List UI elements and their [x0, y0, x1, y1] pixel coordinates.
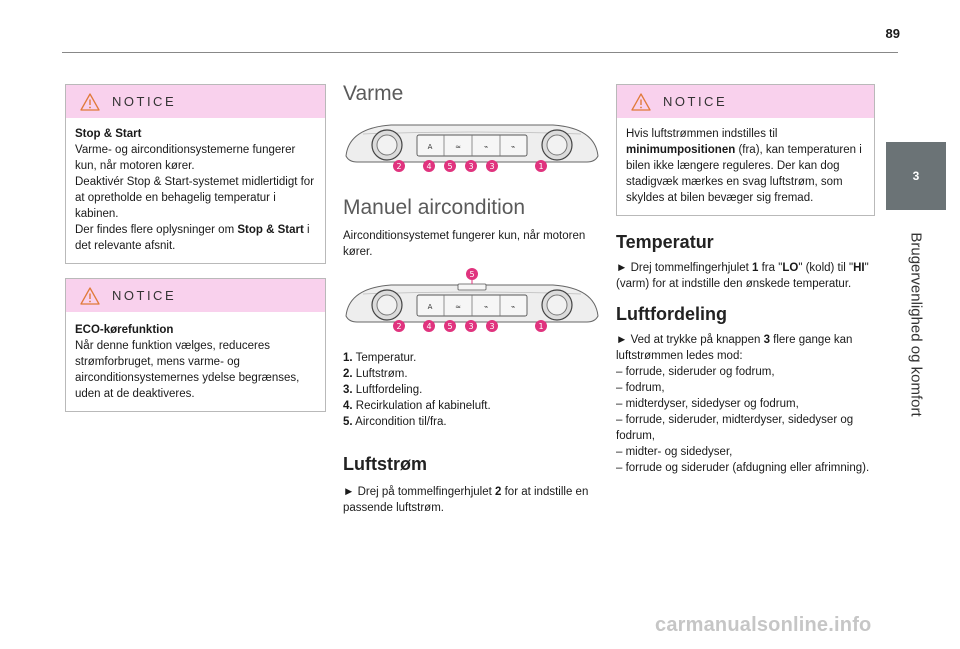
svg-text:4: 4 [426, 322, 431, 331]
chapter-tab[interactable]: 3 [886, 142, 946, 210]
list-item: – forrude, sideruder og fodrum, [616, 366, 775, 378]
notice-body: ECO-kørefunktion Når denne funktion vælg… [66, 312, 325, 411]
callout-marker: 3 [465, 320, 477, 332]
list-item: 1. Temperatur. [343, 352, 417, 364]
callout-marker: 5 [466, 268, 478, 280]
callout-marker: 1 [535, 160, 547, 172]
notice-text: Når denne funktion vælges, reduceres str… [75, 340, 300, 400]
notice-text: Der findes flere oplysninger om Stop & S… [75, 224, 310, 252]
callout-marker: 5 [444, 320, 456, 332]
svg-text:1: 1 [538, 322, 543, 331]
luftfordeling-text: ► Ved at trykke på knappen 3 flere gange… [616, 334, 853, 362]
callout-marker: 1 [535, 320, 547, 332]
notice-text: Deaktivér Stop & Start-systemet midlerti… [75, 176, 315, 220]
callout-marker: 3 [465, 160, 477, 172]
heading-manuel-aircondition: Manuel aircondition [343, 196, 526, 219]
heading-varme: Varme [343, 82, 404, 105]
list-item: – forrude og sideruder (afdugning eller … [616, 462, 870, 474]
notice-header: NOTICE [66, 279, 325, 312]
list-item: 3. Luftfordeling. [343, 384, 423, 396]
ac-control-panel-image: A ≈ ⌁ ⌁ 5 2 4 5 3 3 1 [345, 268, 599, 332]
notice-text: Varme- og airconditionsystemerne fungere… [75, 144, 296, 172]
temperatur-text: ► Drej tommelfingerhjulet 1 fra "LO" (ko… [616, 262, 869, 290]
svg-text:A: A [428, 303, 433, 311]
svg-text:4: 4 [426, 162, 431, 171]
list-item: 4. Recirkulation af kabineluft. [343, 400, 491, 412]
warning-triangle-icon [631, 92, 651, 111]
svg-text:5: 5 [447, 322, 452, 331]
callout-marker: 4 [423, 320, 435, 332]
notice-label: NOTICE [112, 288, 177, 303]
callout-marker: 3 [486, 160, 498, 172]
chapter-title-text: Brugervenlighed og komfort [907, 231, 925, 417]
manuel-intro: Airconditionsystemet fungerer kun, når m… [343, 230, 586, 258]
footer-watermark[interactable]: carmanualsonline.info [655, 614, 872, 636]
list-item: – midter- og sidedyser, [616, 446, 733, 458]
column-right: NOTICE Hvis luftstrømmen indstilles til … [616, 84, 875, 476]
callout-marker: 2 [393, 320, 405, 332]
notice-header: NOTICE [617, 85, 874, 118]
callout-marker: 2 [393, 160, 405, 172]
notice-header: NOTICE [66, 85, 325, 118]
page-number: 89 [885, 26, 900, 41]
notice-eco: NOTICE ECO-kørefunktion Når denne funkti… [65, 278, 326, 412]
notice-stop-start: NOTICE Stop & Start Varme- og airconditi… [65, 84, 326, 264]
svg-text:3: 3 [468, 162, 473, 171]
control-legend-list: 1. Temperatur. 2. Luftstrøm. 3. Luftford… [343, 350, 601, 430]
svg-text:5: 5 [447, 162, 452, 171]
notice-title: ECO-kørefunktion [75, 324, 174, 336]
svg-text:2: 2 [396, 322, 401, 331]
heading-luftfordeling: Luftfordeling [616, 304, 727, 324]
list-item: – fodrum, [616, 382, 665, 394]
svg-text:3: 3 [489, 322, 494, 331]
column-middle: Varme A ≈ ⌁ ⌁ 2 4 5 3 3 1 Manuel aircond… [343, 82, 601, 516]
svg-text:⌁: ⌁ [511, 143, 515, 151]
column-left: NOTICE Stop & Start Varme- og airconditi… [65, 84, 326, 426]
header-rule [62, 52, 898, 53]
svg-text:2: 2 [396, 162, 401, 171]
svg-text:5: 5 [469, 270, 474, 279]
notice-body: Stop & Start Varme- og airconditionsyste… [66, 118, 325, 263]
notice-text: Hvis luftstrømmen indstilles til minimum… [626, 128, 862, 204]
callout-marker: 4 [423, 160, 435, 172]
chapter-title: Brugervenlighed og komfort [886, 214, 946, 434]
heading-luftstrom: Luftstrøm [343, 454, 427, 474]
svg-text:3: 3 [489, 162, 494, 171]
chapter-number: 3 [912, 169, 920, 183]
notice-body: Hvis luftstrømmen indstilles til minimum… [617, 118, 874, 215]
heading-temperatur: Temperatur [616, 232, 714, 252]
list-item: 2. Luftstrøm. [343, 368, 408, 380]
list-item: – midterdyser, sidedyser og fodrum, [616, 398, 799, 410]
airflow-options-list: – forrude, sideruder og fodrum, – fodrum… [616, 364, 875, 476]
notice-airflow-minimum: NOTICE Hvis luftstrømmen indstilles til … [616, 84, 875, 216]
svg-text:1: 1 [538, 162, 543, 171]
svg-text:≈: ≈ [455, 143, 461, 151]
svg-text:3: 3 [468, 322, 473, 331]
callout-marker: 5 [444, 160, 456, 172]
svg-text:A: A [428, 143, 433, 151]
notice-label: NOTICE [663, 94, 728, 109]
warning-triangle-icon [80, 286, 100, 305]
warning-triangle-icon [80, 92, 100, 111]
callout-marker: 3 [486, 320, 498, 332]
list-item: 5. Aircondition til/fra. [343, 416, 447, 428]
luftstrom-text: ► Drej på tommelfingerhjulet 2 for at in… [343, 486, 589, 514]
svg-text:⌁: ⌁ [511, 303, 515, 311]
list-item: – forrude, sideruder, midterdyser, sided… [616, 414, 854, 442]
notice-title: Stop & Start [75, 128, 142, 140]
svg-text:⌁: ⌁ [484, 303, 488, 311]
svg-text:⌁: ⌁ [484, 143, 488, 151]
svg-text:≈: ≈ [455, 303, 461, 311]
heater-control-panel-image: A ≈ ⌁ ⌁ 2 4 5 3 3 1 [345, 124, 599, 172]
notice-label: NOTICE [112, 94, 177, 109]
